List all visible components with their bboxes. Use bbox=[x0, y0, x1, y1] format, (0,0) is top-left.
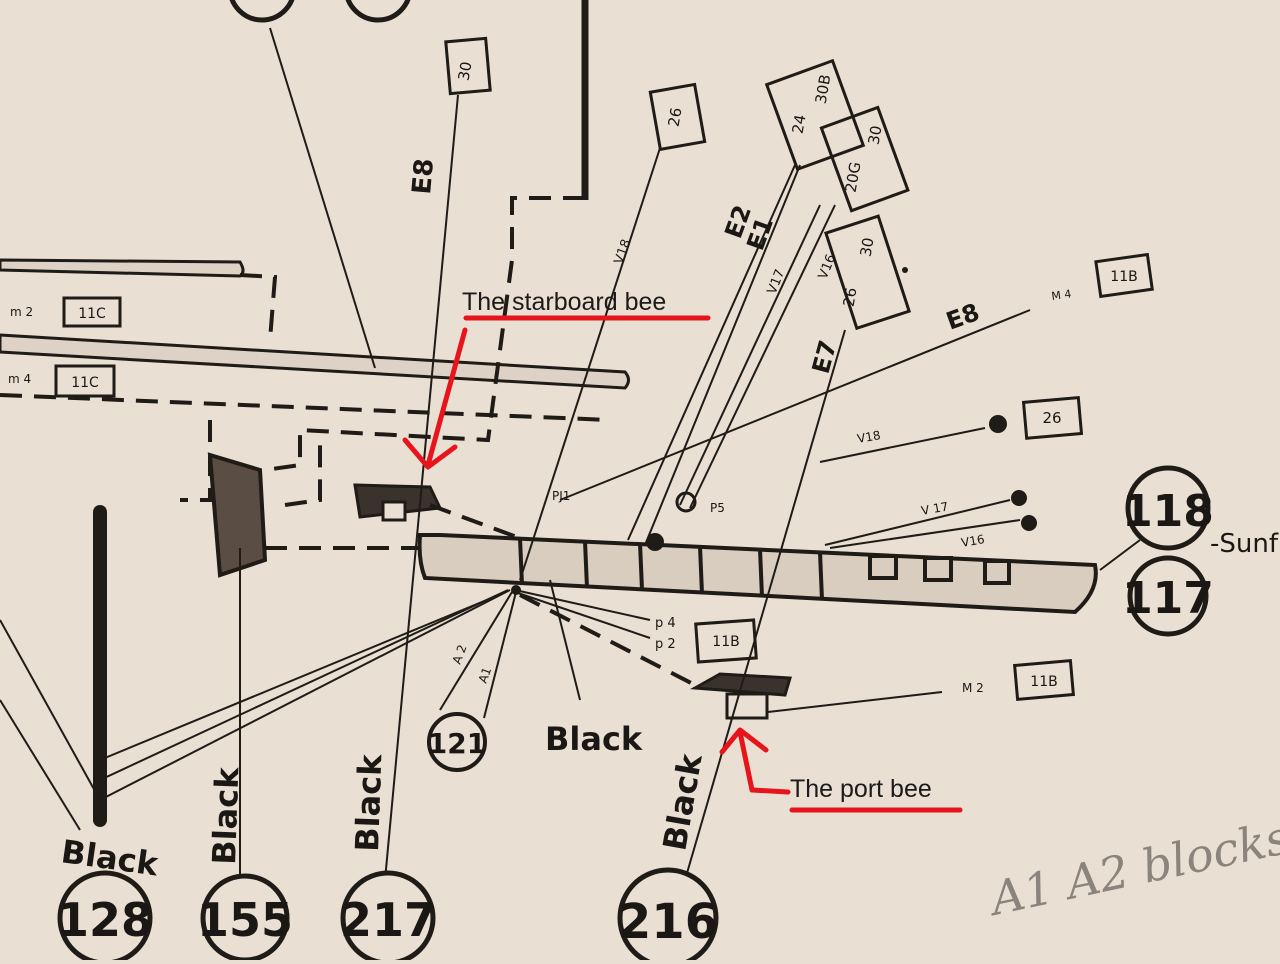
label-M2: M 2 bbox=[962, 681, 984, 695]
black-label-217: Black bbox=[348, 753, 389, 852]
label-A2: A 2 bbox=[450, 643, 470, 666]
box-26-right: 26 bbox=[1042, 409, 1061, 427]
top-circles bbox=[229, 0, 411, 23]
label-A1: A1 bbox=[476, 665, 495, 685]
black-label-155: Black bbox=[205, 766, 246, 865]
box-26-mid: 26 bbox=[840, 286, 861, 308]
sunf-text: -Sunf bbox=[1210, 529, 1279, 559]
port-bee-label: The port bee bbox=[790, 775, 932, 803]
box-11B-p: 11B bbox=[712, 634, 739, 650]
circle-ref-text: 128 155 217 216 121 118 117 -Sunf bbox=[57, 486, 1279, 950]
label-E8: E8 bbox=[407, 157, 440, 195]
annotation-starboard: The starboard bee bbox=[402, 288, 711, 470]
box-30-low: 30 bbox=[857, 236, 878, 258]
box-24: 24 bbox=[789, 113, 810, 135]
rigging-lines bbox=[0, 27, 1141, 881]
box-30-top: 30 bbox=[455, 60, 476, 82]
ref-128: 128 bbox=[57, 893, 153, 947]
starboard-bee-label: The starboard bee bbox=[462, 288, 666, 316]
label-p4: p 4 bbox=[655, 616, 676, 631]
ref-216: 216 bbox=[618, 894, 718, 950]
box-11B-m2: 11B bbox=[1030, 674, 1057, 690]
label-boxes bbox=[54, 36, 1154, 702]
black-label-center: Black bbox=[545, 720, 643, 758]
box-20G: 20G bbox=[842, 160, 865, 193]
label-M4: M 4 bbox=[1051, 287, 1073, 303]
box-30-mid: 30 bbox=[865, 124, 886, 146]
ref-118: 118 bbox=[1122, 486, 1214, 537]
label-box-text: 30 26 24 30B 20G 30 26 30 11B 26 11C 11C… bbox=[71, 60, 1138, 690]
label-V17-right: V 17 bbox=[920, 499, 949, 518]
label-p2: p 2 bbox=[655, 637, 676, 652]
ref-121: 121 bbox=[428, 727, 486, 760]
ref-155: 155 bbox=[197, 893, 293, 947]
bowsprit bbox=[417, 533, 1098, 615]
label-P5: P5 bbox=[710, 501, 725, 515]
dashed-lines bbox=[0, 196, 696, 687]
label-m4: m 4 bbox=[8, 372, 31, 386]
label-PJ1: PJ1 bbox=[552, 489, 570, 503]
starboard-arrow-shaft bbox=[425, 327, 468, 468]
port-arrow-head bbox=[719, 727, 769, 755]
ref-217: 217 bbox=[340, 893, 436, 947]
box-30B: 30B bbox=[812, 73, 835, 105]
annotation-port: The port bee bbox=[719, 727, 963, 813]
end-points bbox=[511, 267, 1037, 595]
box-11B-m4: 11B bbox=[1110, 269, 1137, 285]
ref-117: 117 bbox=[1122, 573, 1214, 624]
box-26: 26 bbox=[665, 106, 686, 128]
box-11C-m4: 11C bbox=[71, 375, 99, 391]
left-bitt bbox=[207, 452, 268, 578]
starboard-arrow-head bbox=[402, 437, 458, 470]
port-arrow-shaft bbox=[737, 729, 791, 795]
label-V18-right: V18 bbox=[856, 428, 882, 446]
spars bbox=[0, 0, 630, 827]
label-m2: m 2 bbox=[10, 305, 33, 319]
label-V16-right: V16 bbox=[960, 532, 986, 550]
box-11C-m2: 11C bbox=[78, 306, 106, 322]
